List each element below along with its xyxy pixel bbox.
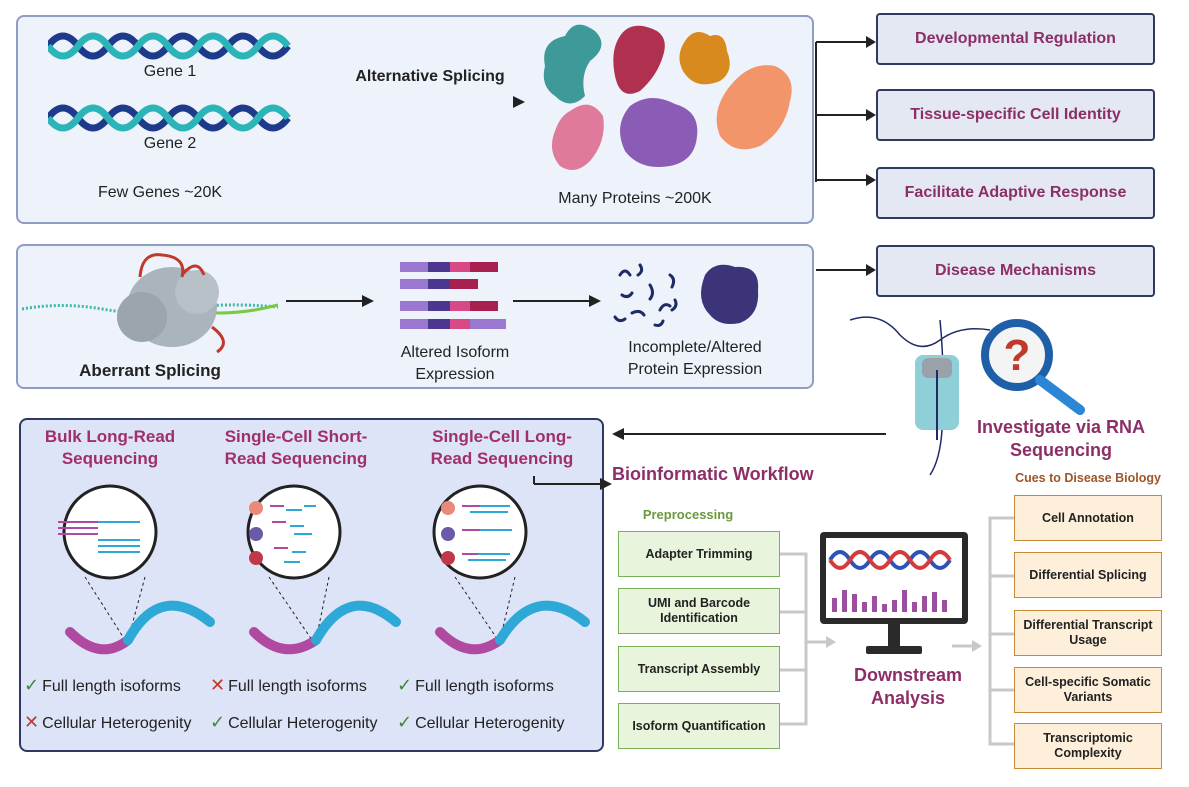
method-scsr-title-2: Read Sequencing (224, 449, 368, 468)
nanopore-magnifier-icon: ? (850, 316, 1085, 476)
method-sclr-title-2: Read Sequencing (430, 449, 574, 468)
sclr-check-full-length: ✓Full length isoforms (397, 675, 554, 695)
sclr-check-heterogeneity: ✓Cellular Heterogenity (397, 712, 565, 732)
gene1-label: Gene 1 (143, 63, 197, 80)
few-genes-label: Few Genes ~20K (97, 184, 223, 201)
dna-gene1-icon (48, 32, 291, 60)
altered-isoform-label-1: Altered Isoform (400, 344, 510, 361)
method-bulk-title-1: Bulk Long-Read (44, 427, 176, 446)
fragmented-protein-icon (613, 263, 759, 327)
step-umi-barcode: UMI and Barcode Identification (618, 588, 780, 634)
many-proteins-label: Many Proteins ~200K (558, 190, 712, 207)
cue-differential-transcript-usage: Differential Transcript Usage (1014, 610, 1162, 656)
dna-gene2-icon (48, 104, 291, 132)
cue-differential-splicing: Differential Splicing (1014, 552, 1162, 598)
cues-title: Cues to Disease Biology (1015, 471, 1161, 485)
proteins-icon (543, 24, 792, 170)
preprocess-bracket-icon (780, 552, 836, 726)
scsr-check-heterogeneity: ✓Cellular Heterogenity (210, 712, 378, 732)
outcome-connector-icon (815, 36, 876, 276)
single-cell-long-read-zoom-icon (432, 484, 590, 655)
outcome-adaptive-response: Facilitate Adaptive Response (876, 167, 1155, 219)
bulk-check-heterogeneity: ✕Cellular Heterogenity (24, 712, 192, 732)
check-icon: ✓ (397, 712, 413, 732)
preprocessing-label: Preprocessing (642, 507, 734, 522)
arrow-aberrant-to-isoform-icon (286, 295, 374, 307)
step-isoform-quantification: Isoform Quantification (618, 703, 780, 749)
altered-isoform-label-2: Expression (415, 366, 495, 383)
step-adapter-trimming: Adapter Trimming (618, 531, 780, 577)
check-icon: ✓ (24, 675, 40, 695)
arrow-investigate-to-methods-icon (612, 428, 886, 440)
step-transcript-assembly: Transcript Assembly (618, 646, 780, 692)
bulk-read-zoom-icon (58, 484, 215, 655)
method-bulk-title-2: Sequencing (61, 449, 159, 468)
monitor-icon (820, 532, 968, 654)
investigate-label-2: Sequencing (1009, 440, 1112, 460)
aberrant-splicing-label: Aberrant Splicing (79, 361, 221, 380)
outcome-disease-mechanisms: Disease Mechanisms (876, 245, 1155, 297)
bulk-check-full-length: ✓Full length isoforms (24, 675, 181, 695)
cue-somatic-variants: Cell-specific Somatic Variants (1014, 667, 1162, 713)
incomplete-protein-label-1: Incomplete/Altered (628, 339, 762, 356)
downstream-label-1: Downstream (853, 665, 963, 685)
outcome-developmental-regulation: Developmental Regulation (876, 13, 1155, 65)
downstream-label-2: Analysis (870, 688, 946, 708)
incomplete-protein-label-2: Protein Expression (627, 361, 763, 378)
alternative-splicing-label: Alternative Splicing (355, 68, 505, 85)
method-scsr-title-1: Single-Cell Short- (224, 427, 368, 446)
arrow-isoform-to-protein-icon (513, 295, 601, 307)
svg-text:?: ? (1004, 331, 1031, 380)
check-icon: ✓ (210, 712, 226, 732)
gene2-label: Gene 2 (143, 135, 197, 152)
cross-icon: ✕ (24, 712, 40, 732)
method-sclr-title-1: Single-Cell Long- (432, 427, 572, 446)
outcome-tissue-identity: Tissue-specific Cell Identity (876, 89, 1155, 141)
workflow-title: Bioinformatic Workflow (612, 464, 814, 484)
cue-transcriptomic-complexity: Transcriptomic Complexity (1014, 723, 1162, 769)
cues-bracket-icon (952, 516, 1014, 746)
investigate-label-1: Investigate via RNA (976, 417, 1146, 437)
arrow-to-workflow-icon (533, 476, 612, 490)
short-read-zoom-icon (246, 484, 401, 655)
spliceosome-icon (22, 253, 278, 354)
check-icon: ✓ (397, 675, 413, 695)
alt-splicing-arrow-icon (313, 96, 525, 108)
cue-cell-annotation: Cell Annotation (1014, 495, 1162, 541)
isoform-bars-icon (400, 262, 506, 329)
scsr-check-full-length: ✕Full length isoforms (210, 675, 367, 695)
sequencing-methods-panel (19, 418, 604, 752)
cross-icon: ✕ (210, 675, 226, 695)
